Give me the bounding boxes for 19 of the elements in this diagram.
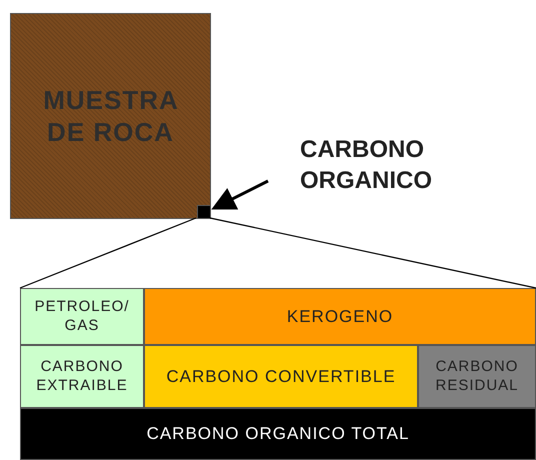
cell-text: CARBONO EXTRAIBLE — [35, 358, 129, 396]
sample-marker — [197, 205, 211, 219]
rock-sample-box — [10, 13, 211, 219]
table-cell — [20, 288, 144, 345]
arrow — [211, 180, 269, 210]
sample-label: MUESTRA DE ROCA — [42, 84, 180, 148]
cell-text: KEROGENO — [286, 306, 394, 328]
table-cell — [20, 345, 144, 408]
table-cell — [144, 288, 536, 345]
cell-text: CARBONO ORGANICO TOTAL — [146, 423, 410, 445]
table-cell — [144, 345, 418, 408]
table-cell — [418, 345, 536, 408]
callout-label: CARBONO ORGANICO — [300, 133, 470, 197]
zoom-line — [210, 217, 536, 289]
cell-text: CARBONO RESIDUAL — [434, 358, 520, 396]
zoom-line — [20, 217, 196, 289]
cell-text: PETROLEO/ GAS — [34, 298, 130, 336]
cell-text: CARBONO CONVERTIBLE — [165, 366, 397, 388]
table-cell — [20, 408, 536, 460]
